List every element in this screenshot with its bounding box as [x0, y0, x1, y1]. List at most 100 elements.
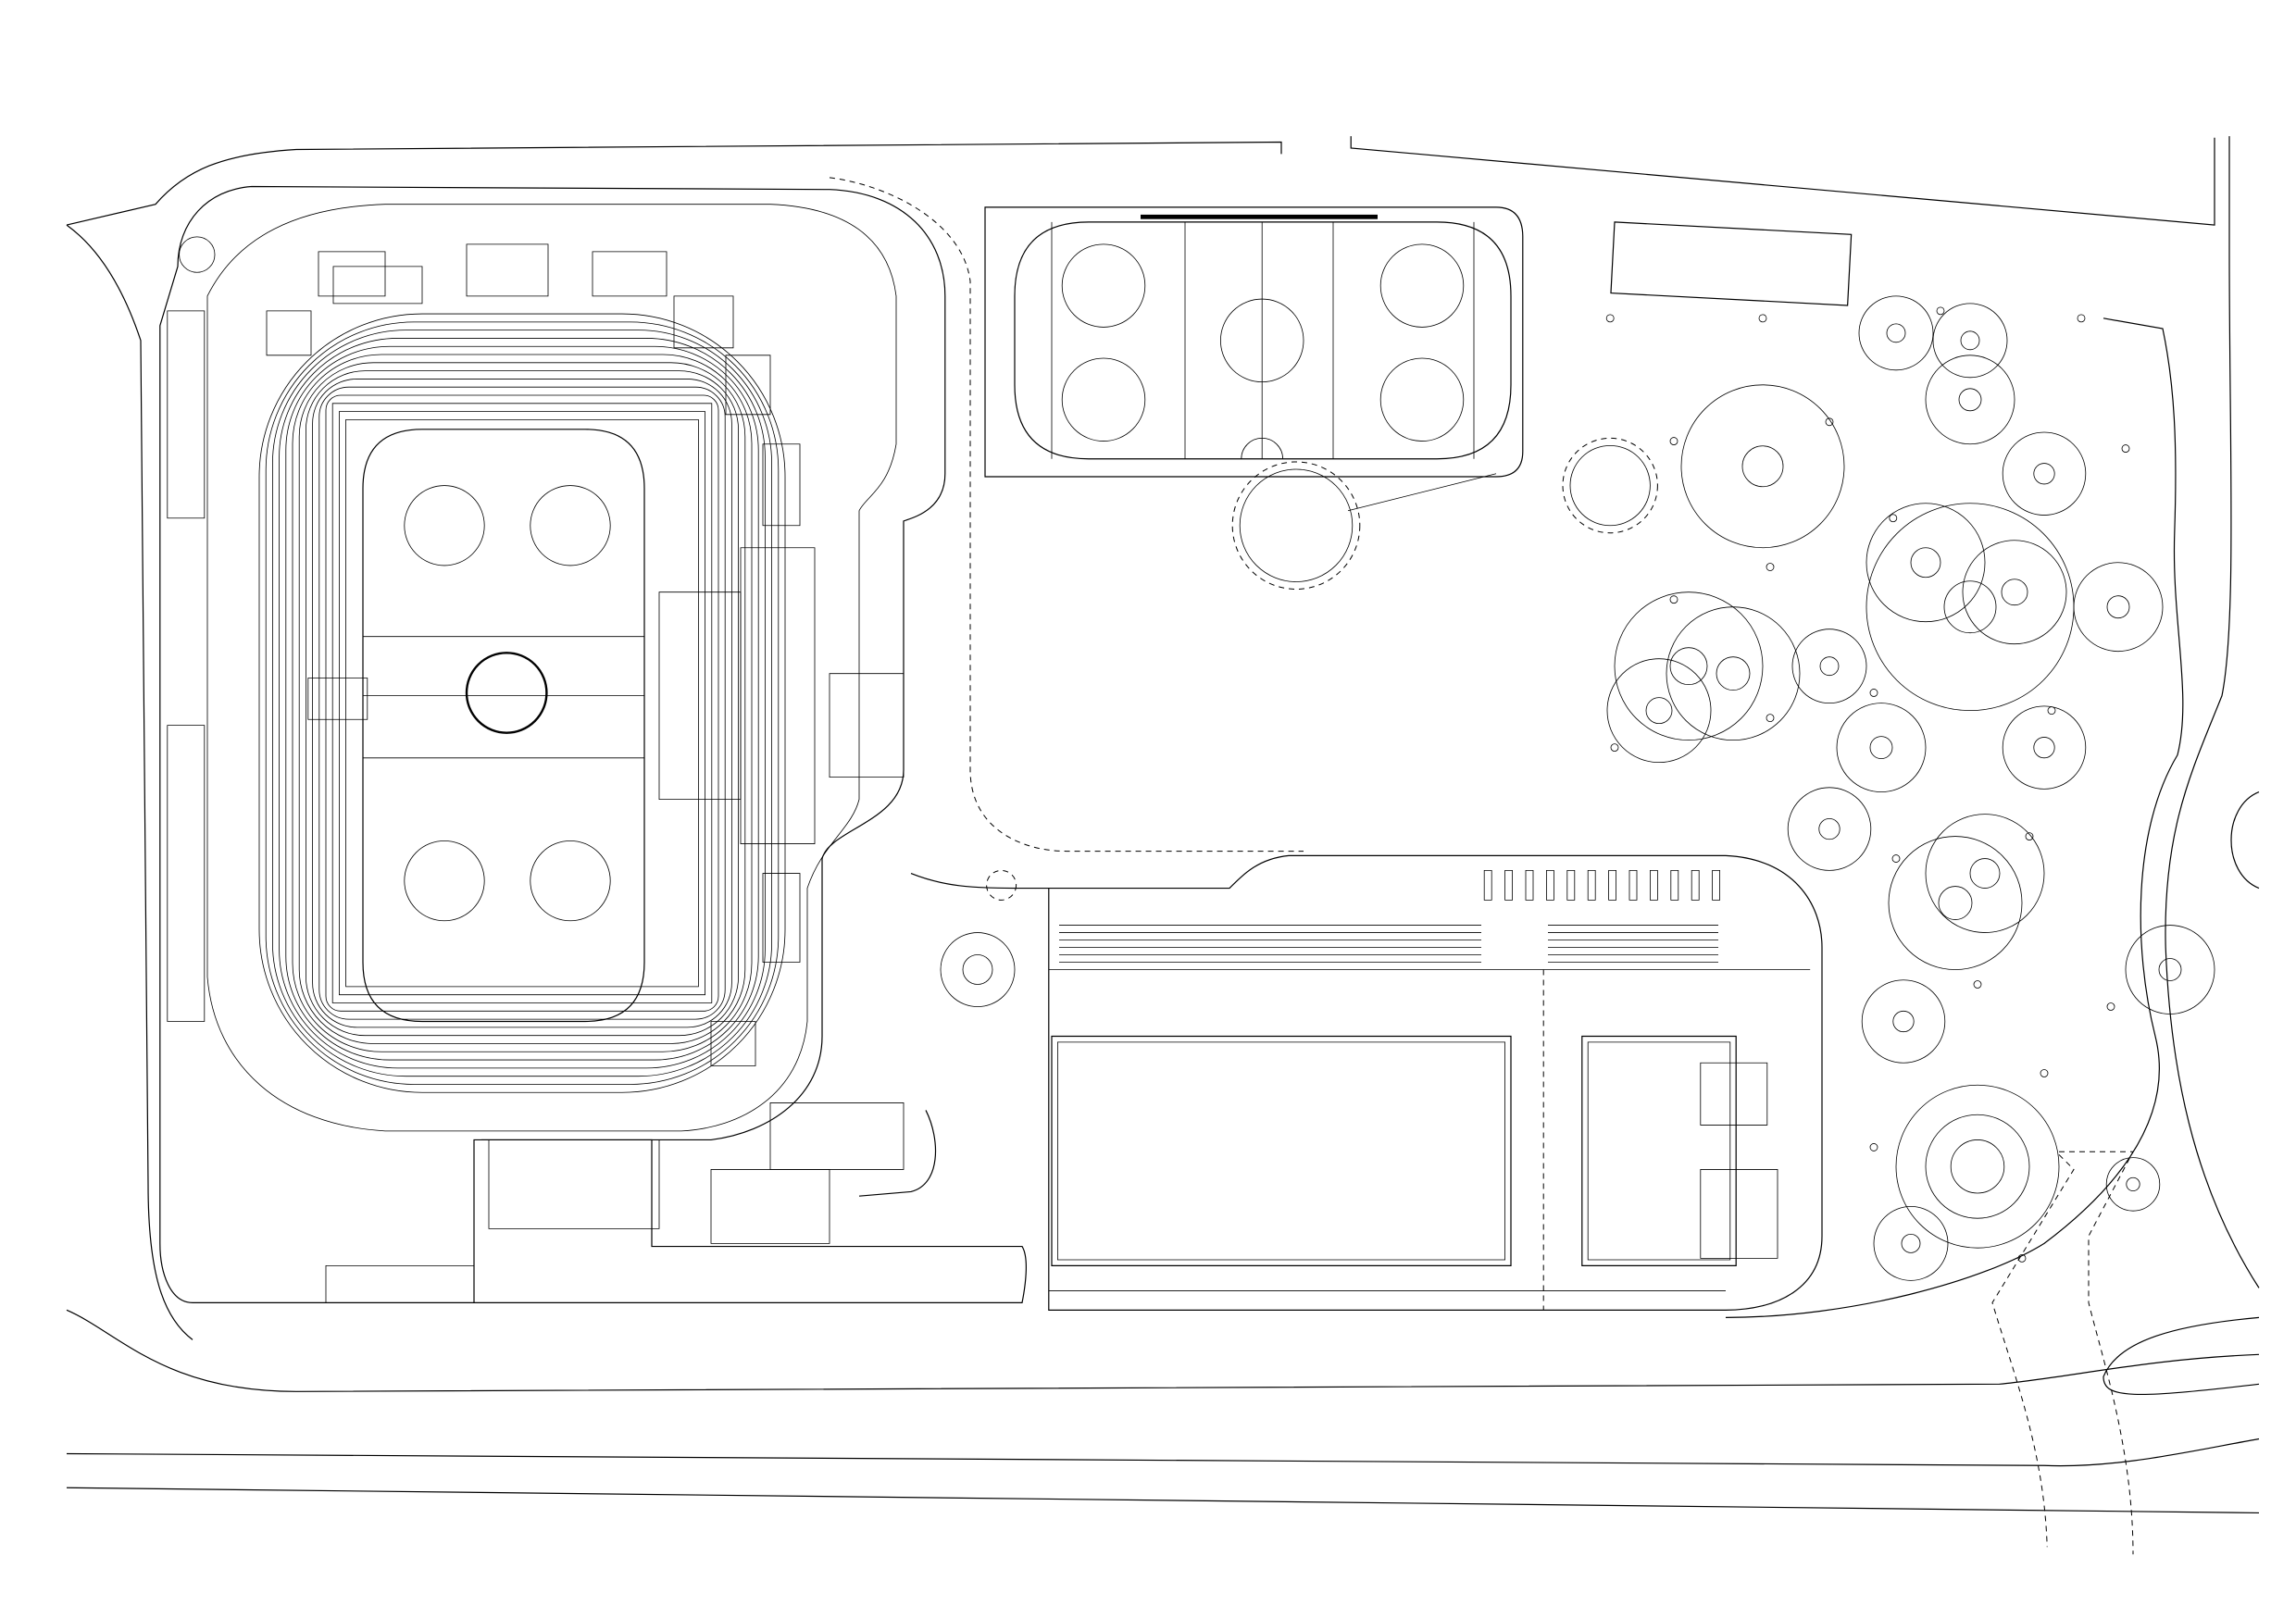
kiosk-canopy [1563, 438, 1657, 532]
tree-canopy [1862, 980, 1945, 1064]
seating-row [313, 379, 732, 1027]
stadium-outline [160, 187, 945, 1303]
east-road-edge [2165, 136, 2259, 1288]
tree-trunk [1902, 1234, 1920, 1252]
footpaths [830, 178, 2133, 1554]
road-line-2 [67, 1487, 2259, 1512]
seating-row [319, 387, 725, 1019]
east-concourse [741, 548, 815, 844]
faceoff-circle [530, 840, 610, 920]
light-post [1974, 981, 1981, 989]
tree-trunk [2002, 579, 2028, 605]
seating-row [306, 371, 738, 1036]
landscape [1563, 222, 2215, 1280]
tree-canopy [1889, 837, 2022, 970]
locker [1526, 870, 1533, 900]
locker [1609, 870, 1616, 900]
north-road-edge-east [1351, 136, 2215, 225]
locker [1588, 870, 1595, 900]
outdoor-rink-surface [1015, 222, 1511, 459]
tree-trunk [1670, 648, 1707, 685]
seating-row [293, 355, 752, 1052]
aquatic-outline [911, 855, 1822, 1310]
pool-stands [1059, 870, 1720, 962]
tree-trunk [1961, 331, 1979, 350]
tree-canopy [1866, 504, 2074, 711]
tree-canopy [1963, 541, 2066, 644]
east-curb [2103, 1317, 2259, 1394]
tree-trunk [2159, 959, 2181, 981]
light-post [1892, 855, 1900, 863]
light-post [1870, 1143, 1878, 1151]
tree-trunk [2034, 464, 2054, 484]
locker [1629, 870, 1637, 900]
diving-platform [1701, 1063, 1767, 1125]
tree-trunk [1870, 737, 1892, 759]
seating-row [326, 395, 718, 1011]
tree-trunk [1944, 581, 1996, 633]
fence [1348, 474, 1496, 511]
seating-row [272, 330, 771, 1077]
tree-trunk [1887, 324, 1905, 342]
round-pavilion [1896, 1085, 2059, 1248]
ramp [859, 1110, 936, 1196]
tree-canopy [1866, 504, 1985, 622]
diving-tower [1701, 1169, 1778, 1258]
locker-block [711, 1169, 830, 1243]
light-post [1759, 315, 1766, 322]
light-post [1937, 307, 1944, 315]
penalty-box [308, 678, 368, 719]
diving-pool [1582, 1036, 1736, 1265]
room [763, 874, 800, 963]
locker [1484, 870, 1491, 900]
room [763, 444, 800, 526]
light-post [1766, 564, 1774, 571]
pavilion [1240, 469, 1353, 582]
room [333, 267, 422, 304]
path-dashed-1 [830, 178, 1304, 852]
spiral-stair [180, 237, 215, 272]
stadium-inner-outline [207, 205, 896, 1131]
locker [1505, 870, 1513, 900]
tree-trunk [2034, 737, 2054, 757]
kitchen-block [489, 1139, 659, 1228]
tree-canopy [1926, 355, 2015, 444]
light-post [1611, 744, 1618, 752]
seating-row [339, 412, 705, 995]
light-post [1670, 438, 1678, 445]
seating-row [286, 346, 758, 1060]
light-post [2048, 707, 2055, 715]
seating-row [332, 404, 712, 1003]
seating-row [346, 419, 699, 987]
locker-block-2 [770, 1102, 904, 1169]
light-post [2018, 1254, 2026, 1262]
goal-crease [1242, 438, 1283, 458]
tree-canopy [1874, 1206, 1948, 1280]
path-dashed-3 [2059, 1151, 2133, 1554]
faceoff-circle [1380, 358, 1464, 442]
room [593, 252, 667, 296]
column [987, 870, 1017, 900]
south-annex [474, 1139, 1026, 1302]
faceoff-circle [1062, 358, 1145, 442]
tree-canopy [2106, 1158, 2160, 1212]
tree-trunk [1716, 657, 1750, 691]
light-post [2078, 315, 2085, 322]
west-stair [168, 311, 205, 518]
locker [1567, 870, 1575, 900]
light-post [1826, 418, 1833, 426]
main-pool [1052, 1036, 1511, 1265]
faceoff-circle [1380, 244, 1464, 328]
tree-canopy [1837, 703, 1926, 792]
faceoff-circle [405, 840, 484, 920]
roads [67, 136, 2259, 1512]
seating-tiers [259, 314, 785, 1092]
seating-row [299, 363, 745, 1044]
room [267, 311, 311, 355]
stadium-building [160, 187, 1027, 1303]
east-circle-edge [2231, 792, 2259, 889]
tree-canopy [1792, 629, 1866, 703]
spiral-stair [941, 933, 1015, 1007]
locker [1713, 870, 1720, 900]
tree-canopy [1788, 788, 1871, 871]
